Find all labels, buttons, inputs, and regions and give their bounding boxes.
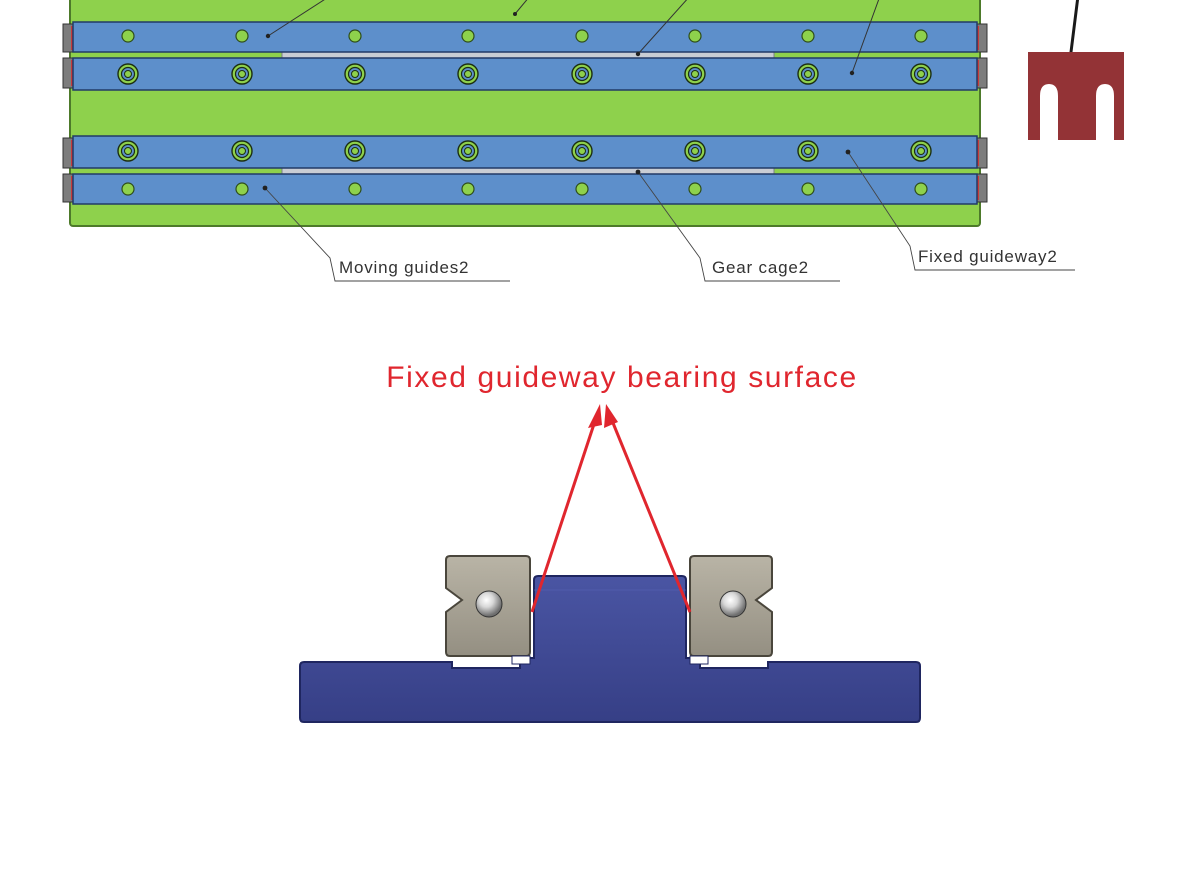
lower-callouts xyxy=(264,151,1075,282)
fixed-guideway-profile xyxy=(299,575,921,723)
rail-hole xyxy=(688,182,702,196)
rail-hole xyxy=(235,182,249,196)
callout-line-fixed-guideway xyxy=(847,151,1075,271)
rail-hole xyxy=(235,29,249,43)
screw-head xyxy=(804,147,812,155)
rail-hole xyxy=(348,29,362,43)
screw-head xyxy=(804,70,812,78)
label-gear-cage: Gear cage2 xyxy=(712,258,809,277)
screw-head xyxy=(464,147,472,155)
label-moving-guides: Moving guides2 xyxy=(339,258,469,277)
top-view-assembly xyxy=(62,0,988,227)
right-ball-bearing xyxy=(719,590,747,618)
moving-guide-rail-2 xyxy=(72,173,978,205)
screw-head xyxy=(917,70,925,78)
rail-hole xyxy=(575,182,589,196)
rail-hole xyxy=(575,29,589,43)
rail-mounting-holes xyxy=(117,29,932,196)
label-fixed-guideway: Fixed guideway2 xyxy=(918,247,1058,266)
screw-head xyxy=(351,147,359,155)
screw-head xyxy=(464,70,472,78)
rail-hole xyxy=(914,182,928,196)
rail-hole xyxy=(461,29,475,43)
screw-head xyxy=(917,147,925,155)
rail-hole xyxy=(801,29,815,43)
rail-hole xyxy=(348,182,362,196)
screw-head xyxy=(124,147,132,155)
rail-hole xyxy=(688,29,702,43)
fixed-guideway-rail-2 xyxy=(72,135,978,169)
rail-hole xyxy=(461,182,475,196)
screw-head xyxy=(238,147,246,155)
callout-line-gear-cage xyxy=(637,171,840,282)
section-title: Fixed guideway bearing surface xyxy=(386,361,858,394)
rail-hole xyxy=(121,182,135,196)
rail-hole xyxy=(121,29,135,43)
moving-guide-rail-1 xyxy=(72,21,978,53)
lower-callout-dots xyxy=(262,149,851,191)
bearing-surface-arrows xyxy=(530,404,692,613)
screw-head xyxy=(351,70,359,78)
screw-head xyxy=(691,70,699,78)
callout-line-moving-guides xyxy=(264,187,510,282)
screw-head xyxy=(578,70,586,78)
left-ball-bearing xyxy=(475,590,503,618)
screw-head xyxy=(691,147,699,155)
screw-head xyxy=(124,70,132,78)
fixed-guideway-rail-1 xyxy=(72,57,978,91)
cross-section-view xyxy=(299,555,921,723)
top-callout-dots xyxy=(265,12,855,76)
rail-hole xyxy=(801,182,815,196)
rail-hole xyxy=(914,29,928,43)
red-u-block-icon xyxy=(1028,0,1124,140)
screw-head xyxy=(578,147,586,155)
top-callout-lines xyxy=(267,0,880,74)
screw-head xyxy=(238,70,246,78)
